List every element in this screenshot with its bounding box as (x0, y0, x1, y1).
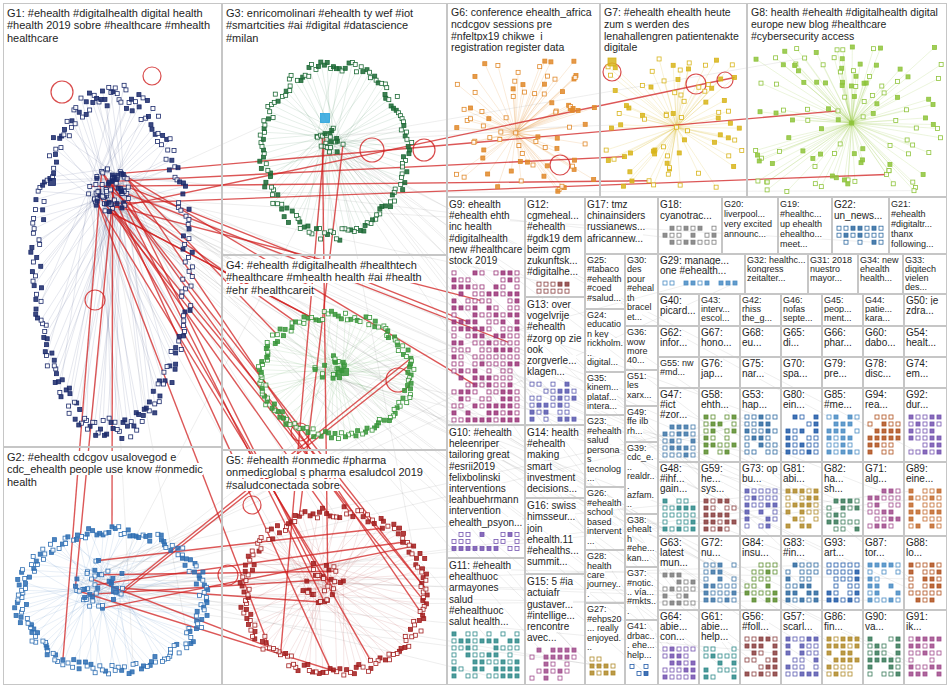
graph-stage: G1: #ehealth #digitalhealth digital heal… (0, 0, 950, 688)
